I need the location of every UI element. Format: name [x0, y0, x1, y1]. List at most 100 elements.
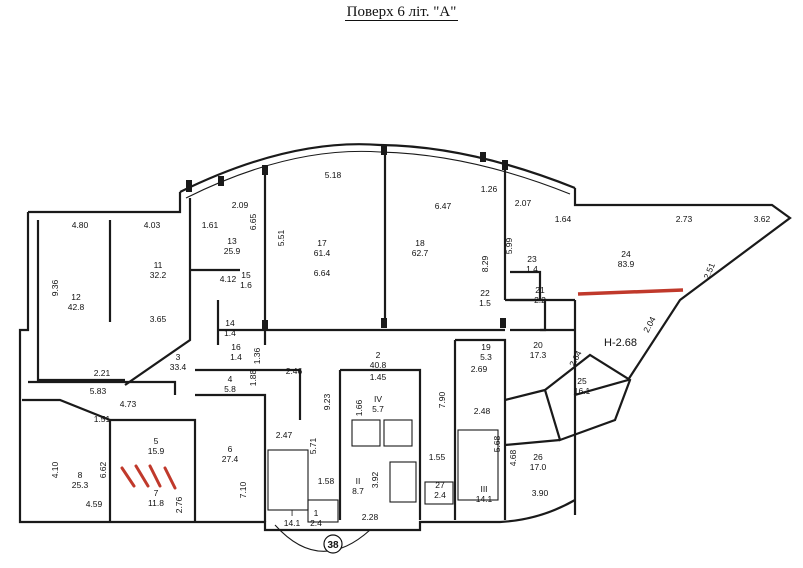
room-number: 4 [228, 374, 233, 384]
room-area: 1.5 [479, 298, 491, 308]
room-number: 18 [415, 238, 425, 248]
axis-marker-label: 38 [327, 540, 339, 551]
room-area: 16.1 [574, 386, 591, 396]
room-area: 83.9 [618, 259, 635, 269]
dimension-label: 4.12 [220, 274, 237, 284]
dimension-label: 2.47 [276, 430, 293, 440]
dimension-label: 2.73 [676, 214, 693, 224]
room-area: 25.3 [72, 480, 89, 490]
room-area: 1.4 [230, 352, 242, 362]
plan-title: Поверх 6 літ. "А" [0, 0, 803, 24]
red-hatch-mark [134, 464, 150, 488]
room-number: II [356, 476, 361, 486]
room-area: 14.1 [284, 518, 301, 528]
red-hatch-mark [148, 464, 162, 488]
dimension-label: 7.90 [437, 391, 447, 408]
room-area: 17.3 [530, 350, 547, 360]
room-number: 5 [154, 436, 159, 446]
dimension-label: 5.18 [325, 170, 342, 180]
room-number: 12 [71, 292, 81, 302]
dimension-label: 2.46 [286, 366, 303, 376]
ceiling-height-label: H-2.68 [604, 337, 637, 349]
dimension-label: 2.48 [474, 406, 491, 416]
room-number: 2 [376, 350, 381, 360]
room-number: 15 [241, 270, 251, 280]
room-number: 7 [154, 488, 159, 498]
room-area: 2.4 [434, 490, 446, 500]
dimension-label: 6.65 [248, 213, 258, 230]
room-area: 42.8 [68, 302, 85, 312]
room-area: 27.4 [222, 454, 239, 464]
room-number: I [291, 508, 293, 518]
dimension-label: 1.55 [429, 452, 446, 462]
room-number: 25 [577, 376, 587, 386]
room-area: 11.8 [148, 498, 164, 508]
dimension-label: 3.90 [532, 488, 549, 498]
room-area: 5.8 [224, 384, 236, 394]
room-number: III [480, 484, 487, 494]
room-area: 17.0 [530, 462, 547, 472]
walls [18, 143, 792, 552]
dimension-label: 7.10 [238, 481, 248, 498]
dimension-label: 6.64 [314, 268, 331, 278]
dimension-label: 2.09 [232, 200, 249, 210]
dimension-label: 9.36 [50, 279, 60, 296]
room-number: 24 [621, 249, 631, 259]
dimension-label: 4.80 [72, 220, 89, 230]
room-number: IV [374, 394, 382, 404]
room-area: 1.6 [240, 280, 252, 290]
dimension-label: 1.51 [94, 414, 111, 424]
dimension-label: 6.47 [435, 201, 452, 211]
dimension-label: 3.62 [754, 214, 771, 224]
room-area: 8.7 [352, 486, 364, 496]
room-area: 5.3 [480, 352, 492, 362]
dimension-label: 4.73 [120, 399, 137, 409]
dimension-label: 2.28 [362, 512, 379, 522]
dimension-label: 8.29 [480, 255, 490, 272]
dimension-label: 4.10 [50, 461, 60, 478]
room-number: 27 [435, 480, 445, 490]
room-number: 11 [154, 260, 163, 270]
dimension-label: 3.65 [150, 314, 167, 324]
room-area: 2.4 [310, 518, 322, 528]
dimension-label: 2.07 [515, 198, 532, 208]
dimension-label: 5.68 [492, 435, 502, 452]
room-area: 62.7 [412, 248, 429, 258]
red-partition-line [577, 288, 684, 296]
dimension-label: 1.45 [370, 372, 387, 382]
dimension-label: 1.66 [354, 399, 364, 416]
room-area: 14.1 [476, 494, 493, 504]
room-number: 23 [527, 254, 537, 264]
axis-marker-38: 38 [323, 534, 343, 554]
red-hatch-mark [163, 466, 177, 490]
room-number: 26 [533, 452, 543, 462]
room-area: 40.8 [370, 360, 387, 370]
room-number: 8 [78, 470, 83, 480]
dimension-label: 1.61 [202, 220, 219, 230]
room-area: 25.9 [224, 246, 241, 256]
room-area: 61.4 [314, 248, 331, 258]
dimension-label: 4.03 [144, 220, 161, 230]
room-area: 2.2 [534, 295, 546, 305]
dimension-label: 5.71 [308, 437, 318, 454]
dimension-label: 1.26 [481, 184, 498, 194]
room-number: 13 [227, 236, 237, 246]
room-area: 15.9 [148, 446, 165, 456]
dimension-label: 2.76 [174, 496, 184, 513]
room-number: 3 [176, 352, 181, 362]
room-number: 20 [533, 340, 543, 350]
red-hatch-mark [120, 466, 136, 488]
dimension-label: 9.23 [322, 393, 332, 410]
dimension-label: 2.51 [701, 261, 717, 280]
red-annotations [120, 288, 684, 490]
dimension-label: 4.68 [508, 449, 518, 466]
room-number: 6 [228, 444, 233, 454]
dimension-label: 5.83 [90, 386, 107, 396]
dimension-label: 6.62 [98, 461, 108, 478]
dimension-label: 1.64 [555, 214, 572, 224]
dimension-label: 2.21 [94, 368, 111, 378]
dimension-label: 1.88 [248, 369, 258, 386]
